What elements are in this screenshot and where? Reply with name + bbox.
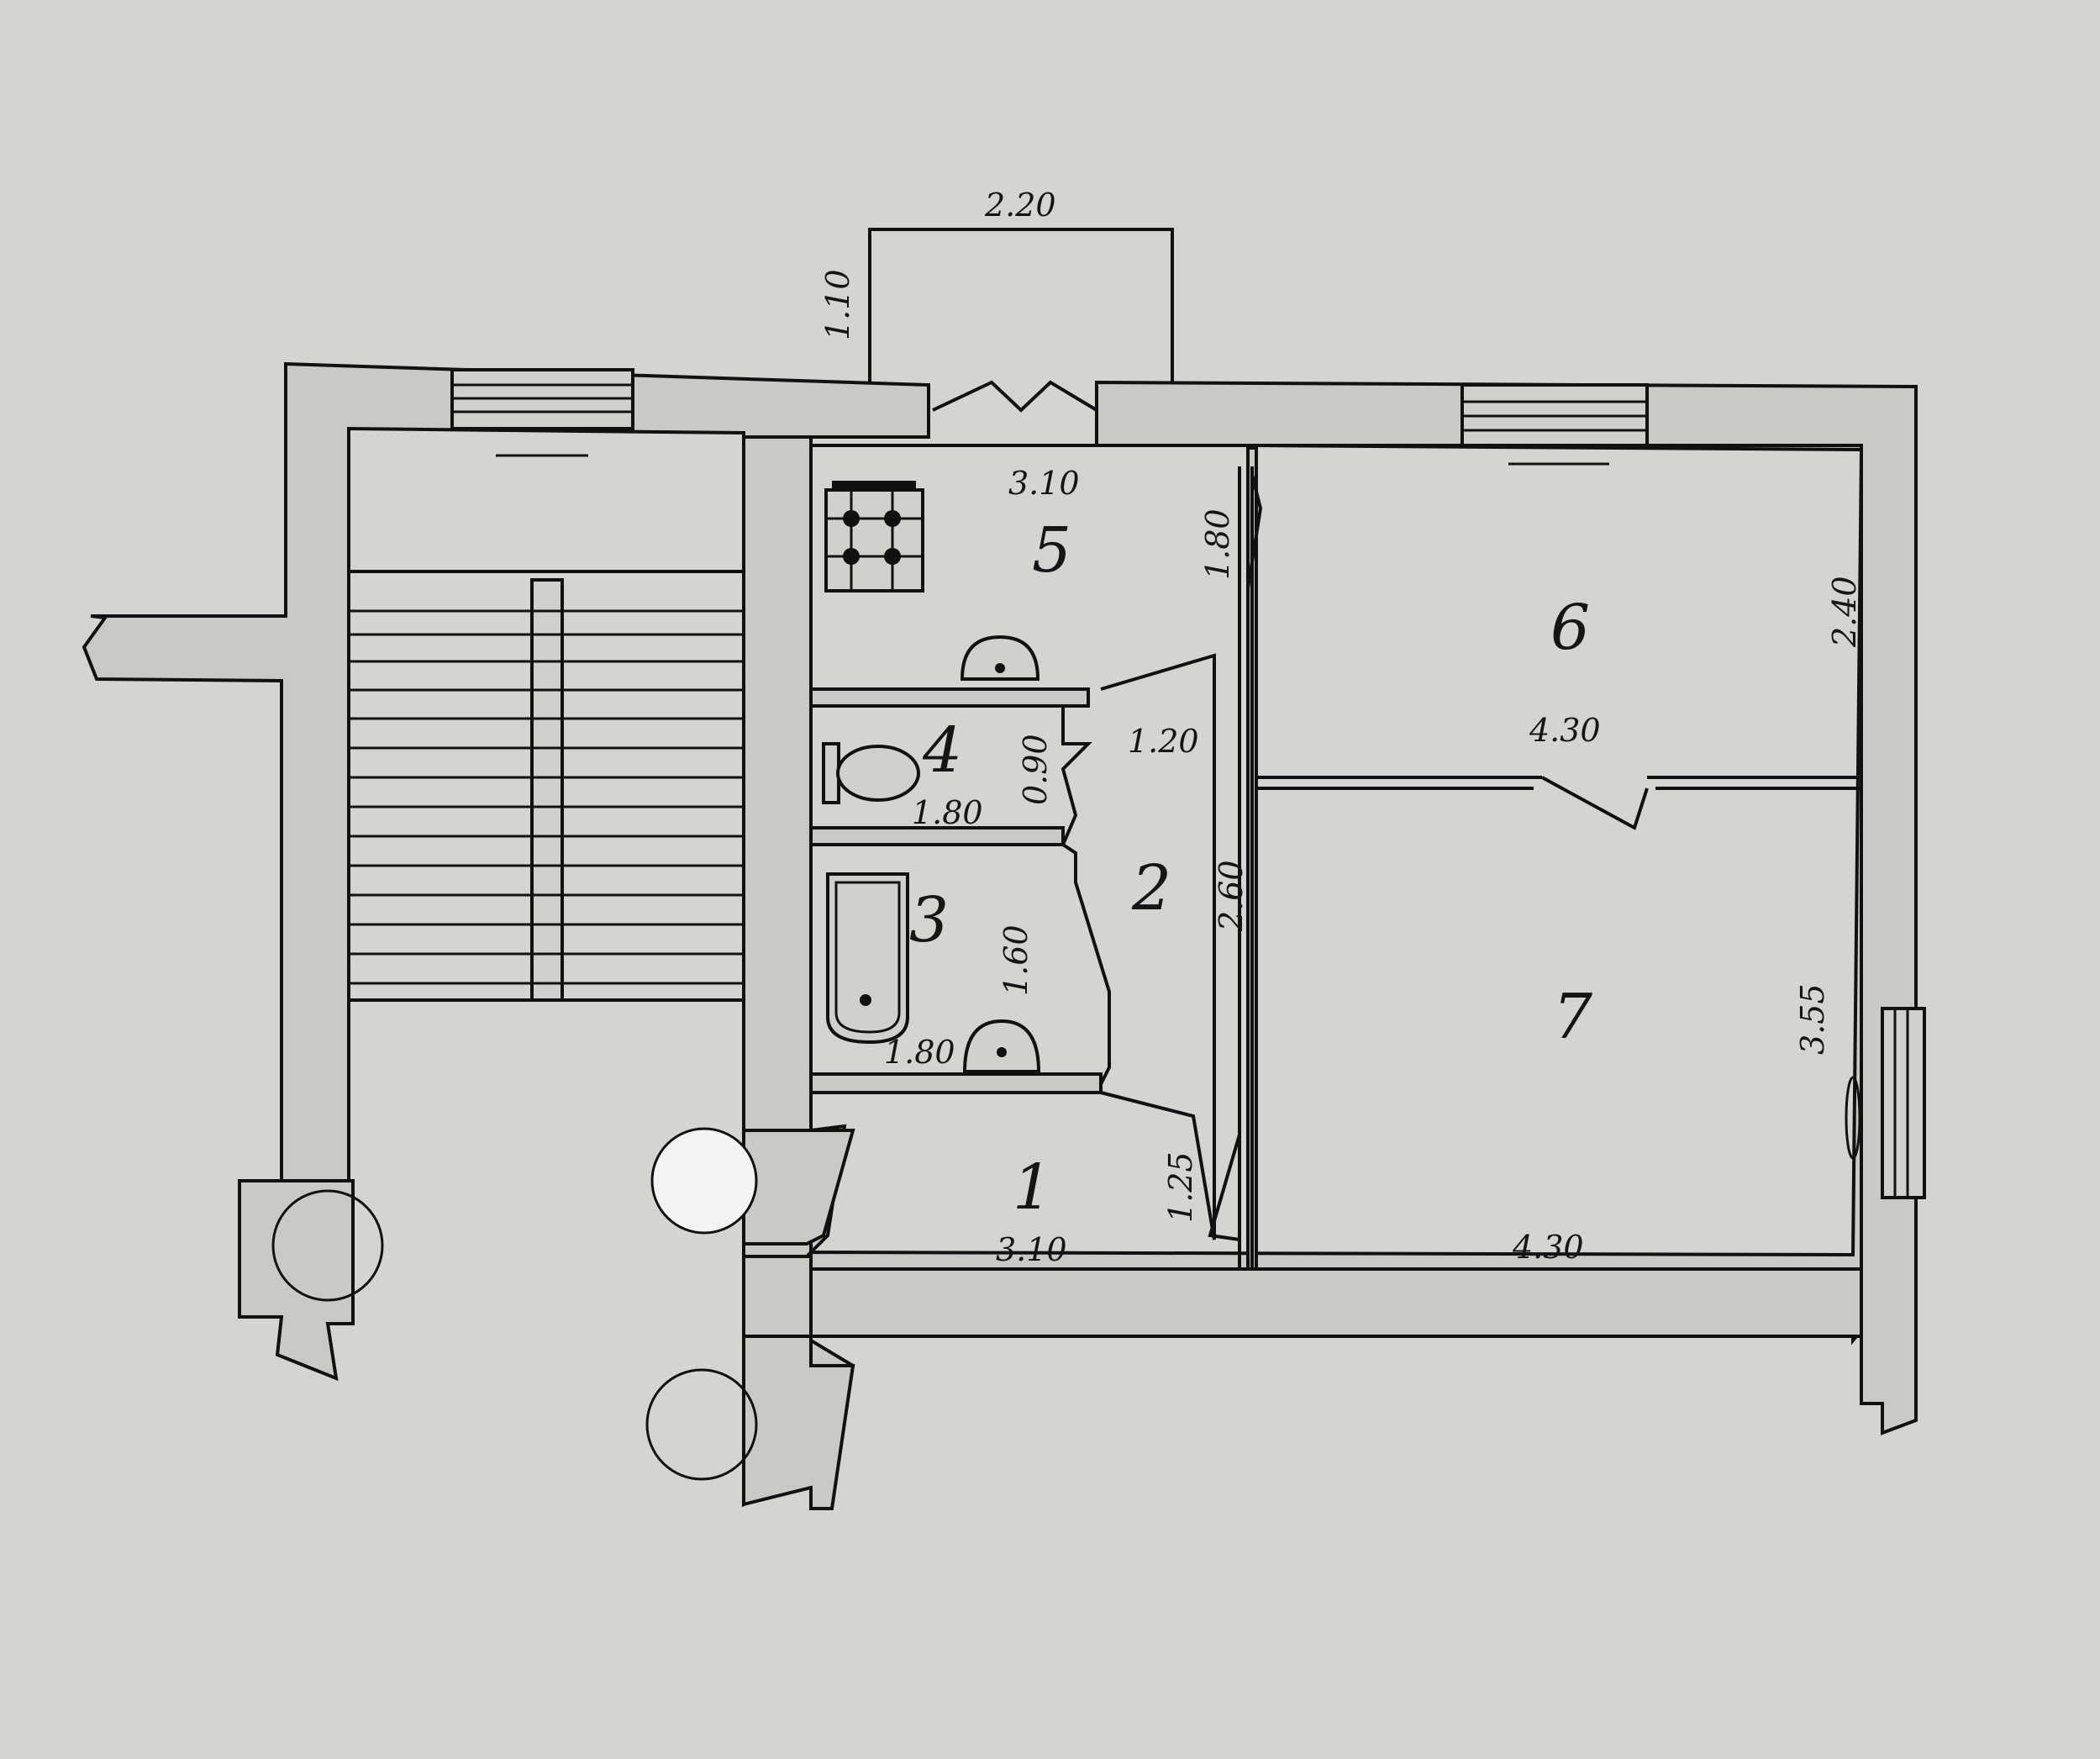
dim-entry-width: 3.10	[996, 1231, 1067, 1268]
room-label-6: 6	[1550, 592, 1590, 664]
sink-icon	[962, 1019, 1041, 1073]
window-icon	[1461, 383, 1649, 466]
dim-room6-depth: 2.40	[1826, 576, 1863, 648]
sink-icon	[960, 635, 1040, 681]
room-label-4: 4	[922, 714, 962, 787]
chimney-icon	[238, 1179, 384, 1382]
dim-room6-width: 4.30	[1529, 712, 1601, 749]
dim-balcony-width: 2.20	[984, 187, 1056, 224]
bathtub-icon	[826, 872, 909, 1045]
chimney-icon	[645, 1335, 855, 1510]
dim-room7-depth: 3.55	[1794, 983, 1831, 1055]
room-outlines	[809, 444, 1863, 1271]
dim-corridor-width: 1.20	[1128, 723, 1199, 760]
door-icon	[1208, 474, 1649, 1241]
dim-bath-depth: 1.60	[997, 924, 1034, 996]
window-icon	[450, 368, 634, 457]
dim-kitchen-width: 3.10	[1008, 465, 1080, 502]
dim-bath-width: 1.80	[884, 1034, 955, 1071]
room-label-3: 3	[909, 884, 949, 956]
dim-balcony-depth: 1.10	[819, 269, 856, 340]
room-label-2: 2	[1131, 852, 1171, 924]
chimney-icon	[650, 1127, 855, 1246]
dim-wc-depth: 0.90	[1017, 734, 1054, 805]
room-label-7: 7	[1553, 981, 1592, 1053]
balcony	[868, 228, 1174, 385]
dim-wc-width: 1.80	[912, 794, 983, 831]
toilet-icon	[822, 742, 920, 804]
stove-icon	[824, 481, 924, 592]
door-icon	[932, 380, 1098, 413]
window-icon	[1845, 1007, 1926, 1199]
room-label-1: 1	[1013, 1151, 1052, 1224]
dim-hall-depth: 2.60	[1213, 860, 1250, 932]
stairs	[347, 570, 745, 1002]
room-label-5: 5	[1032, 514, 1071, 587]
dim-entry-depth: 1.25	[1162, 1151, 1199, 1223]
dim-kitchen-depth: 1.80	[1199, 508, 1236, 580]
dim-room7-width: 4.30	[1512, 1229, 1584, 1266]
